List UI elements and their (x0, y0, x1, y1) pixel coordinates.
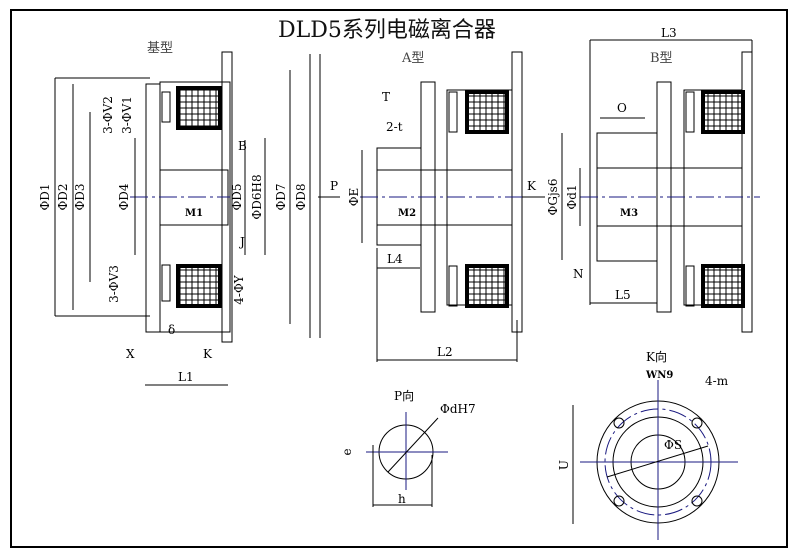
arrow-k-label: K (527, 179, 537, 193)
basic-view-label: 基型 (147, 41, 173, 56)
basic-view: 基型 M1 ΦD1 ΦD2 ΦD3 ΦD4 3-ΦV2 3-ΦV1 3-ΦV3 … (38, 41, 311, 386)
armature (145, 83, 161, 333)
dim-m1: M1 (185, 208, 203, 219)
coil-bottom (176, 264, 222, 308)
dim-t: T (382, 90, 390, 104)
dim-j: J (238, 235, 245, 249)
bolt-hole (691, 495, 703, 507)
dim-d3: ΦD3 (73, 183, 87, 210)
dim-d8: ΦD8 (294, 183, 308, 210)
dim-2t: 2-t (386, 120, 403, 134)
type-a-label: A型 (401, 51, 424, 66)
dim-k: K (203, 347, 213, 361)
k-direction-view: K向 WN9 4-m ΦS U (557, 349, 738, 540)
dim-l3: L3 (661, 26, 677, 40)
dim-l2: L2 (437, 345, 453, 359)
dim-d1-small: Φd1 (565, 184, 579, 209)
dim-u: U (557, 460, 571, 470)
dim-v3: 3-ΦV3 (107, 265, 121, 303)
dim-d6: ΦD6H8 (250, 174, 264, 219)
dim-m2: M2 (398, 208, 416, 219)
dim-s: ΦS (664, 438, 682, 452)
type-a-view: A型 M2 T 2-t ΦE P K L4 L2 (318, 51, 545, 362)
coil-a-top (465, 90, 509, 134)
dim-wn9: WN9 (645, 370, 673, 381)
drawing-title: DLD5系列电磁离合器 (278, 18, 496, 43)
dim-e-diameter: ΦE (347, 188, 361, 207)
dim-4m: 4-m (705, 374, 729, 388)
drawing-frame (10, 9, 788, 548)
p-direction-view: P向 ΦdH7 h e (340, 388, 476, 507)
dim-l1: L1 (178, 370, 194, 384)
dim-m3: M3 (620, 208, 638, 219)
bolt-hole (613, 417, 625, 429)
dim-v1: 3-ΦV1 (120, 96, 134, 134)
type-b-label: B型 (650, 51, 673, 66)
dim-n: N (573, 267, 584, 281)
dim-d5: ΦD5 (230, 183, 244, 210)
friction-top (161, 91, 171, 123)
dim-d4: ΦD4 (117, 183, 131, 210)
type-b-view: B型 L3 M3 O ΦGjs6 Φd1 N L5 (546, 26, 760, 333)
k-view-label: K向 (646, 349, 667, 364)
dim-dh7: ΦdH7 (440, 402, 476, 416)
dim-o: O (617, 101, 627, 115)
dim-l4: L4 (387, 252, 403, 266)
friction-bottom (161, 264, 171, 302)
bolt-hole (691, 417, 703, 429)
dim-x: X (126, 347, 135, 361)
dim-h: h (398, 492, 406, 506)
dim-g: ΦGjs6 (546, 179, 560, 216)
dim-l5: L5 (615, 288, 631, 302)
coil-a-bottom (465, 264, 509, 308)
dim-d2: ΦD2 (56, 183, 70, 210)
dim-e: e (340, 448, 354, 455)
dim-y: 4-ΦY (232, 274, 246, 305)
dim-v2: 3-ΦV2 (101, 96, 115, 134)
coil-top (176, 86, 222, 130)
dim-b: B (238, 139, 247, 153)
p-view-label: P向 (394, 388, 414, 403)
dim-d1: ΦD1 (38, 183, 52, 210)
arrow-p-label: P (330, 179, 338, 193)
bolt-hole (613, 495, 625, 507)
dim-d7: ΦD7 (274, 183, 288, 210)
dim-delta: δ (168, 323, 175, 337)
